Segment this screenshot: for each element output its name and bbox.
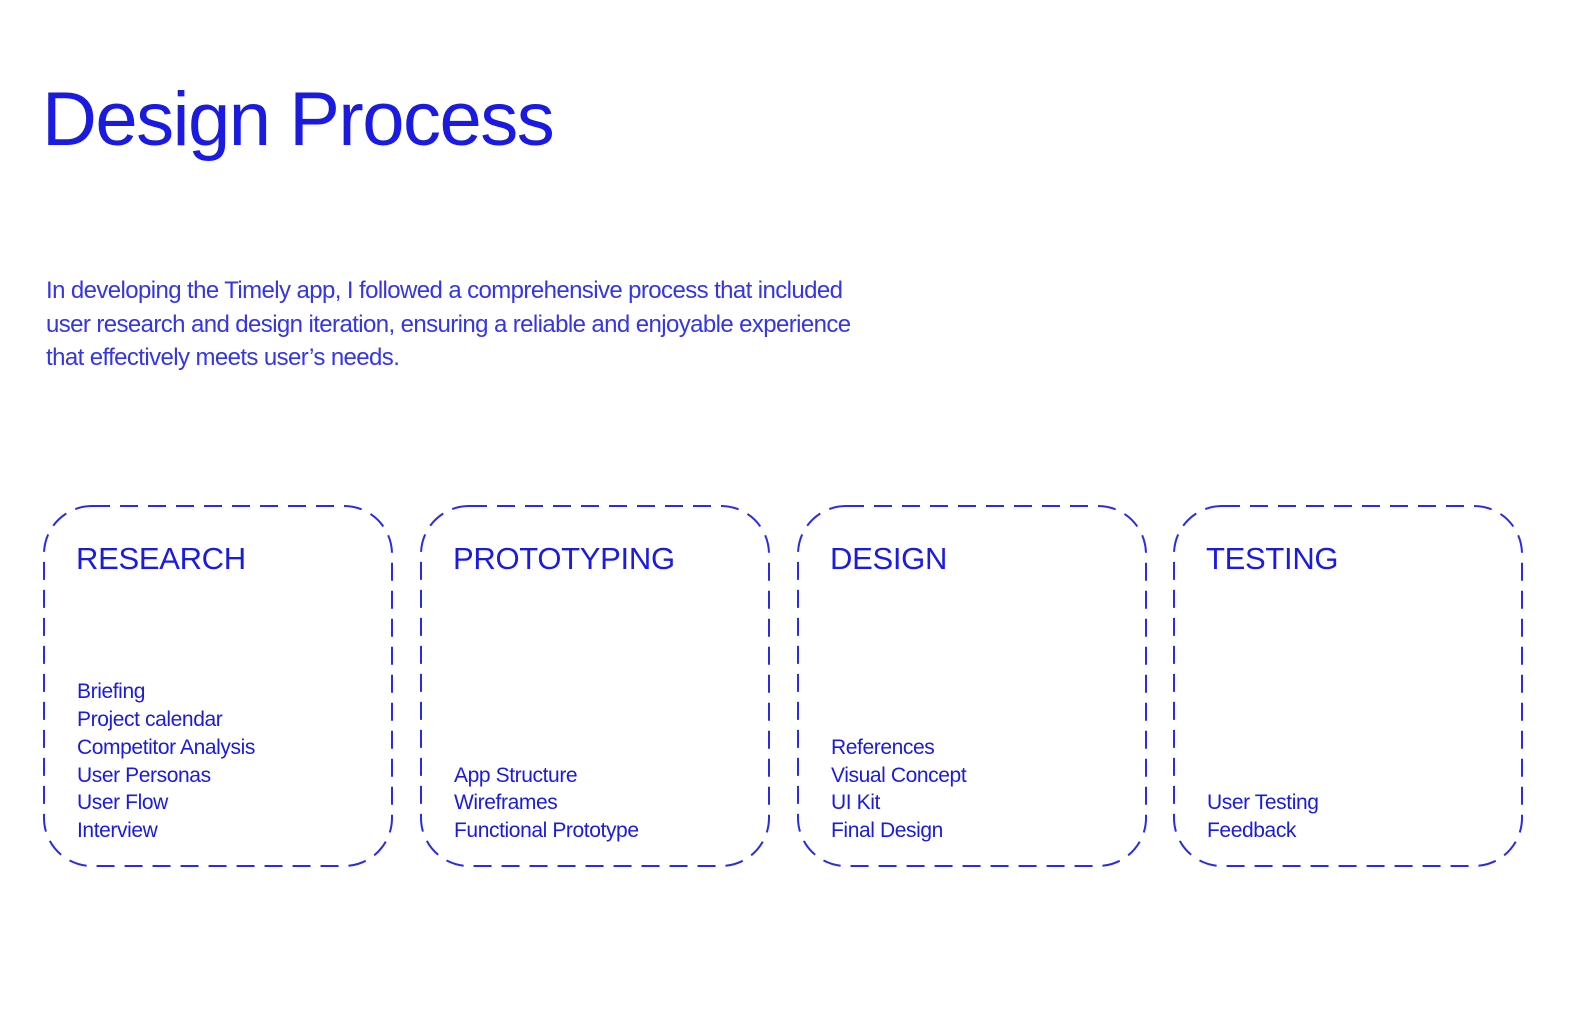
list-item: Wireframes (454, 791, 558, 815)
list-item: User Flow (77, 791, 168, 815)
stage-item-list: Briefing Project calendar Competitor Ana… (77, 678, 255, 845)
stage-card-testing: TESTING User Testing Feedback (1173, 505, 1523, 867)
stage-title: PROTOTYPING (453, 541, 675, 576)
intro-line: that effectively meets user’s needs. (46, 344, 400, 371)
dashed-border (797, 505, 1147, 867)
list-item: Functional Prototype (454, 819, 639, 843)
list-item: App Structure (454, 763, 578, 787)
stage-title: RESEARCH (76, 541, 246, 576)
list-item: User Testing (1207, 791, 1319, 815)
list-item: Briefing (77, 680, 146, 704)
list-item: UI Kit (831, 791, 880, 815)
page-title: Design Process (42, 77, 555, 162)
stage-card-research: RESEARCH Briefing Project calendar Compe… (43, 505, 393, 867)
stage-card-design: DESIGN References Visual Concept UI Kit … (797, 505, 1147, 867)
list-item: Project calendar (77, 708, 223, 732)
stage-card-prototyping: PROTOTYPING App Structure Wireframes Fun… (420, 505, 770, 867)
intro-line: user research and design iteration, ensu… (46, 310, 851, 338)
list-item: Visual Concept (831, 763, 967, 787)
stage-title: TESTING (1206, 541, 1339, 576)
list-item: Feedback (1207, 819, 1297, 843)
intro-line: In developing the Timely app, I followed… (46, 277, 843, 304)
stage-item-list: References Visual Concept UI Kit Final D… (831, 734, 967, 845)
intro-paragraph: In developing the Timely app, I followed… (46, 274, 851, 375)
dashed-border (1173, 505, 1523, 867)
stage-title: DESIGN (830, 541, 948, 576)
stage-item-list: App Structure Wireframes Functional Prot… (454, 762, 639, 845)
list-item: Competitor Analysis (77, 735, 255, 759)
dashed-border (43, 505, 393, 867)
list-item: User Personas (77, 763, 211, 787)
list-item: Interview (77, 819, 158, 843)
list-item: References (831, 735, 935, 759)
stage-item-list: User Testing Feedback (1207, 789, 1319, 845)
dashed-border (420, 505, 770, 867)
list-item: Final Design (831, 819, 943, 843)
